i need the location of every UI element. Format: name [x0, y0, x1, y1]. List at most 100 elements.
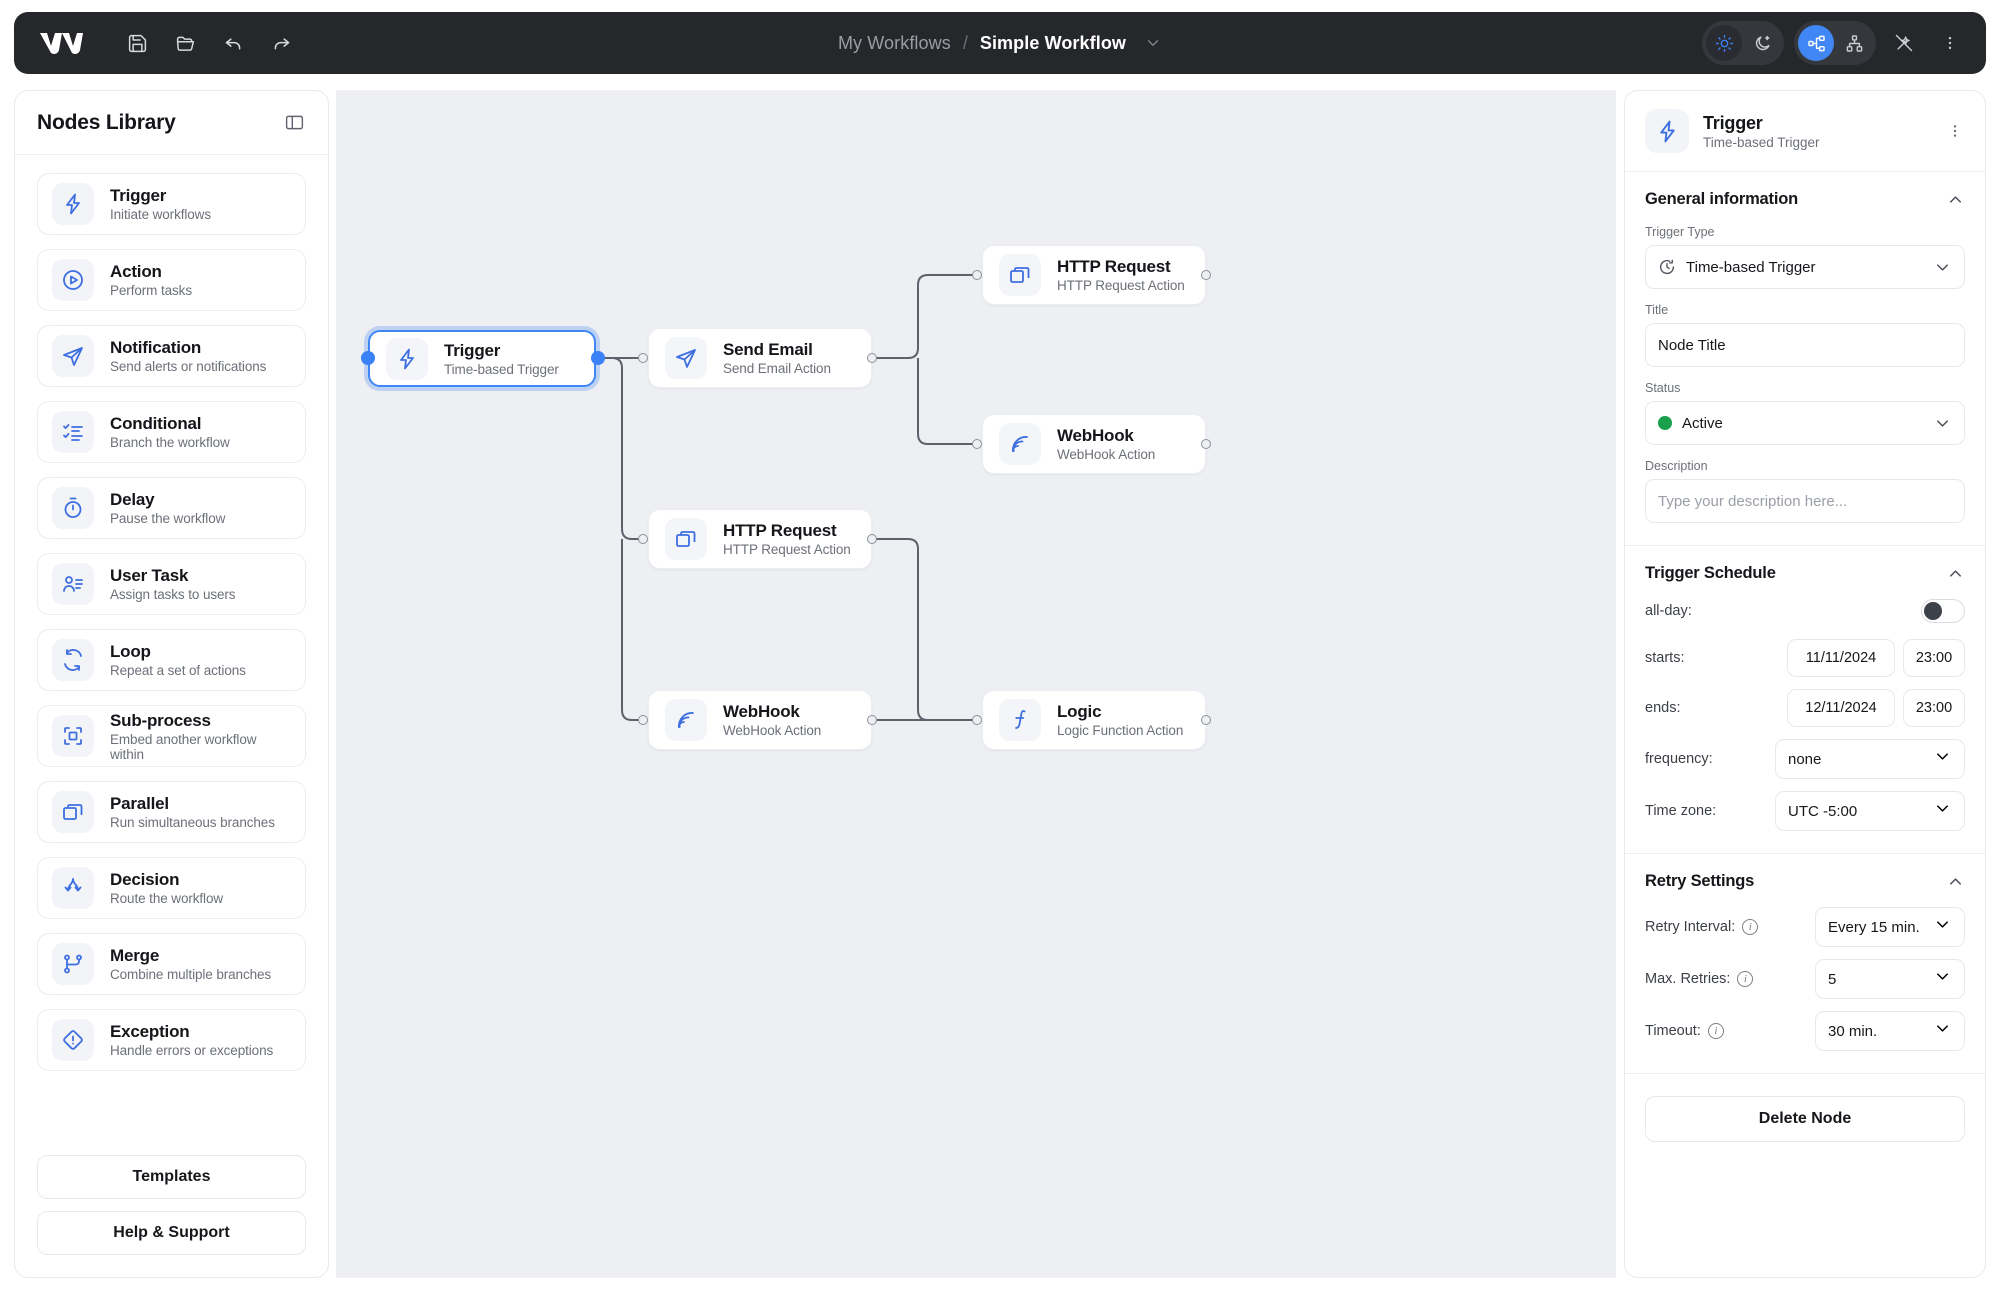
- templates-button[interactable]: Templates: [37, 1155, 306, 1199]
- more-vertical-icon[interactable]: [1932, 25, 1968, 61]
- port-logic-in[interactable]: [972, 715, 982, 725]
- chevron-up-icon[interactable]: [1946, 872, 1965, 891]
- canvas-node-webhook-1[interactable]: WebHook WebHook Action: [982, 414, 1206, 474]
- page-title: Nodes Library: [37, 110, 176, 134]
- node-item-notification[interactable]: Notification Send alerts or notification…: [37, 325, 306, 387]
- more-vertical-icon[interactable]: [1945, 119, 1965, 143]
- frequency-select[interactable]: none: [1775, 739, 1965, 779]
- chevron-down-icon[interactable]: [1933, 258, 1952, 277]
- save-icon[interactable]: [124, 30, 150, 56]
- port-webhook-1-in[interactable]: [972, 439, 982, 449]
- max-retries-value: 5: [1828, 970, 1837, 988]
- dark-mode-icon[interactable]: [1744, 25, 1780, 61]
- node-item-parallel[interactable]: Parallel Run simultaneous branches: [37, 781, 306, 843]
- redo-icon[interactable]: [268, 30, 294, 56]
- chevron-down-icon[interactable]: [1933, 915, 1952, 939]
- port-http-request-2-in[interactable]: [638, 534, 648, 544]
- node-item-trigger[interactable]: Trigger Initiate workflows: [37, 173, 306, 235]
- starts-label: starts:: [1645, 650, 1685, 666]
- layout-vertical-icon[interactable]: [1836, 25, 1872, 61]
- starts-time-input[interactable]: 23:00: [1903, 639, 1965, 677]
- light-mode-icon[interactable]: [1706, 25, 1742, 61]
- port-webhook-2-in[interactable]: [638, 715, 648, 725]
- app-logo[interactable]: [38, 30, 84, 56]
- trigger-type-select[interactable]: Time-based Trigger: [1645, 245, 1965, 289]
- port-http-request-2-out[interactable]: [867, 534, 877, 544]
- panel-collapse-icon[interactable]: [282, 111, 306, 135]
- port-logic-out[interactable]: [1201, 715, 1211, 725]
- node-item-loop[interactable]: Loop Repeat a set of actions: [37, 629, 306, 691]
- all-day-toggle[interactable]: [1921, 599, 1965, 623]
- section-retry-header[interactable]: Retry Settings: [1645, 872, 1965, 891]
- port-send-email-in[interactable]: [638, 353, 648, 363]
- max-retries-select[interactable]: 5: [1815, 959, 1965, 999]
- title-input[interactable]: Node Title: [1645, 323, 1965, 367]
- section-schedule-header[interactable]: Trigger Schedule: [1645, 564, 1965, 583]
- copy-icon: [665, 518, 707, 560]
- port-http-request-1-in[interactable]: [972, 270, 982, 280]
- node-item-delay[interactable]: Delay Pause the workflow: [37, 477, 306, 539]
- canvas-node-send-email[interactable]: Send Email Send Email Action: [648, 328, 872, 388]
- breadcrumb-parent[interactable]: My Workflows: [837, 32, 951, 53]
- magic-wand-off-icon[interactable]: [1886, 25, 1922, 61]
- row-timeout: Timeout: i 30 min.: [1645, 1011, 1965, 1051]
- node-item-conditional[interactable]: Conditional Branch the workflow: [37, 401, 306, 463]
- description-input[interactable]: Type your description here...: [1645, 479, 1965, 523]
- port-webhook-2-out[interactable]: [867, 715, 877, 725]
- canvas-node-logic[interactable]: Logic Logic Function Action: [982, 690, 1206, 750]
- chevron-up-icon[interactable]: [1946, 190, 1965, 209]
- chevron-down-icon[interactable]: [1144, 34, 1162, 52]
- row-starts: starts: 11/11/2024 23:00: [1645, 639, 1965, 677]
- node-item-user-task[interactable]: User Task Assign tasks to users: [37, 553, 306, 615]
- node-item-action[interactable]: Action Perform tasks: [37, 249, 306, 311]
- breadcrumb-current[interactable]: Simple Workflow: [979, 32, 1127, 53]
- chevron-up-icon[interactable]: [1946, 564, 1965, 583]
- workflow-canvas[interactable]: Trigger Time-based Trigger Send Email Se…: [336, 90, 1616, 1278]
- ends-time-input[interactable]: 23:00: [1903, 689, 1965, 727]
- canvas-node-http-request-1[interactable]: HTTP Request HTTP Request Action: [982, 245, 1206, 305]
- port-webhook-1-out[interactable]: [1201, 439, 1211, 449]
- info-icon[interactable]: i: [1737, 971, 1754, 987]
- port-trigger-in[interactable]: [361, 351, 375, 365]
- retry-interval-select[interactable]: Every 15 min.: [1815, 907, 1965, 947]
- node-item-desc: Embed another workflow within: [110, 731, 257, 762]
- checklist-icon: [52, 411, 94, 453]
- port-http-request-1-out[interactable]: [1201, 270, 1211, 280]
- node-item-sub-process[interactable]: Sub-process Embed another workflow withi…: [37, 705, 306, 767]
- starts-date-input[interactable]: 11/11/2024: [1787, 639, 1895, 677]
- send-icon: [665, 337, 707, 379]
- retry-interval-label: Retry Interval:: [1645, 919, 1736, 935]
- node-item-exception[interactable]: Exception Handle errors or exceptions: [37, 1009, 306, 1071]
- split-arrows-icon: [52, 867, 94, 909]
- chevron-down-icon[interactable]: [1933, 799, 1952, 823]
- chevron-down-icon[interactable]: [1933, 747, 1952, 771]
- top-toolbar: My Workflows / Simple Workflow: [14, 12, 1986, 74]
- status-select[interactable]: Active: [1645, 401, 1965, 445]
- ends-date-input[interactable]: 12/11/2024: [1787, 689, 1895, 727]
- chevron-down-icon[interactable]: [1933, 414, 1952, 433]
- help-support-button[interactable]: Help & Support: [37, 1211, 306, 1255]
- port-send-email-out[interactable]: [867, 353, 877, 363]
- node-item-merge[interactable]: Merge Combine multiple branches: [37, 933, 306, 995]
- canvas-node-title: Send Email: [723, 340, 813, 359]
- status-label: Status: [1645, 381, 1681, 395]
- port-trigger-out[interactable]: [591, 351, 605, 365]
- canvas-node-trigger[interactable]: Trigger Time-based Trigger: [368, 330, 596, 387]
- section-general-header[interactable]: General information: [1645, 190, 1965, 209]
- canvas-node-webhook-2[interactable]: WebHook WebHook Action: [648, 690, 872, 750]
- undo-icon[interactable]: [220, 30, 246, 56]
- timeout-select[interactable]: 30 min.: [1815, 1011, 1965, 1051]
- canvas-node-subtitle: HTTP Request Action: [1057, 278, 1185, 293]
- canvas-node-http-request-2[interactable]: HTTP Request HTTP Request Action: [648, 509, 872, 569]
- chevron-down-icon[interactable]: [1933, 1019, 1952, 1043]
- layout-horizontal-icon[interactable]: [1798, 25, 1834, 61]
- lightning-icon: [52, 183, 94, 225]
- timezone-select[interactable]: UTC -5:00: [1775, 791, 1965, 831]
- node-item-decision[interactable]: Decision Route the workflow: [37, 857, 306, 919]
- info-icon[interactable]: i: [1742, 919, 1759, 935]
- chevron-down-icon[interactable]: [1933, 967, 1952, 991]
- open-folder-icon[interactable]: [172, 30, 198, 56]
- info-icon[interactable]: i: [1707, 1023, 1724, 1039]
- delete-node-button[interactable]: Delete Node: [1645, 1096, 1965, 1142]
- canvas-node-title: Logic: [1057, 702, 1102, 721]
